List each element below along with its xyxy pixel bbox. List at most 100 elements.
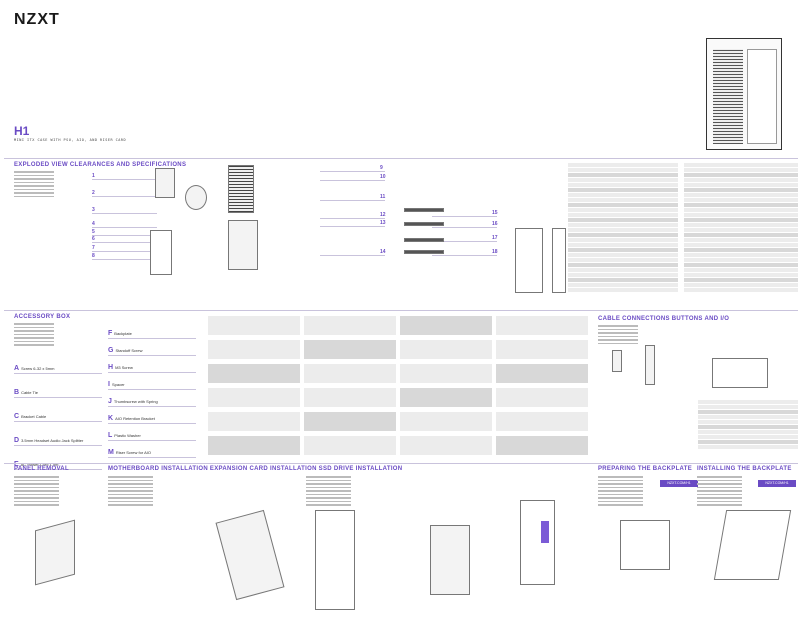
panel-illustration xyxy=(150,230,172,275)
leader-line xyxy=(432,241,497,242)
divider xyxy=(4,158,798,159)
translations xyxy=(14,476,59,508)
divider xyxy=(4,310,798,311)
table-row xyxy=(568,223,678,227)
table-row xyxy=(684,273,798,277)
table-row xyxy=(568,268,678,272)
accessory-letter: B xyxy=(14,389,20,396)
table-row xyxy=(684,213,798,217)
section-installation: MOTHERBOARD INSTALLATION EXPANSION CARD … xyxy=(108,466,403,472)
leader-line xyxy=(432,255,497,256)
table-block xyxy=(304,412,396,431)
part-number: 6 xyxy=(92,236,95,242)
backplate-prep-illustration xyxy=(620,520,670,570)
product-subtitle: MINI ITX CASE WITH PSU, AIO, AND RISER C… xyxy=(14,138,127,142)
motherboard-illustration xyxy=(215,509,285,601)
table-block xyxy=(400,364,492,383)
table-row xyxy=(698,420,798,424)
table-row xyxy=(684,178,798,182)
accessory-letter: J xyxy=(108,398,112,405)
table-row xyxy=(684,238,798,242)
install-video-button[interactable]: NZXT.COM/H1 xyxy=(758,480,796,487)
table-row xyxy=(698,410,798,414)
table-row xyxy=(684,188,798,192)
table-row xyxy=(684,288,798,292)
nzxt-logo: NZXT xyxy=(14,11,60,28)
part-number: 10 xyxy=(380,174,386,180)
translations xyxy=(598,476,643,508)
leader-line xyxy=(92,259,157,260)
expansion-card-illustration xyxy=(430,525,470,595)
table-row xyxy=(568,228,678,232)
table-row xyxy=(568,253,678,257)
table-row xyxy=(698,415,798,419)
section-installing-backplate: INSTALLING THE BACKPLATE xyxy=(697,466,792,472)
table-row xyxy=(698,425,798,429)
table-block xyxy=(208,388,300,407)
translations xyxy=(14,171,54,199)
part-number: 11 xyxy=(380,194,386,200)
leader-line xyxy=(92,227,157,228)
table-row xyxy=(568,213,678,217)
accessory-name: Thumbscrew with Spring xyxy=(113,399,158,404)
leader-line xyxy=(320,226,385,227)
leader-line xyxy=(320,180,385,181)
translation-tables xyxy=(208,316,588,456)
table-block xyxy=(208,412,300,431)
part-number: 2 xyxy=(92,190,95,196)
table-row xyxy=(568,163,678,167)
table-row xyxy=(568,203,678,207)
accessory-name: Spacer xyxy=(111,382,125,387)
table-row xyxy=(568,263,678,267)
translations xyxy=(697,476,742,508)
translations xyxy=(14,323,54,348)
table-row xyxy=(568,193,678,197)
table-row xyxy=(684,258,798,262)
table-block xyxy=(208,364,300,383)
part-number: 3 xyxy=(92,207,95,213)
io-legend xyxy=(698,400,798,450)
part-number: 12 xyxy=(380,212,386,218)
accessory-letter: L xyxy=(108,432,113,439)
table-block xyxy=(400,388,492,407)
cable-illustration xyxy=(404,238,444,242)
section-cable-connections: CABLE CONNECTIONS BUTTONS AND I/O xyxy=(598,316,730,322)
spec-table-right xyxy=(684,163,798,293)
prep-video-button[interactable]: NZXT.COM/H1 xyxy=(660,480,698,487)
table-block xyxy=(496,364,588,383)
table-row xyxy=(684,248,798,252)
accessory-name: Cable Tie xyxy=(21,390,38,395)
table-row xyxy=(568,178,678,182)
table-block xyxy=(400,316,492,335)
table-row xyxy=(684,193,798,197)
table-row xyxy=(684,278,798,282)
table-block xyxy=(304,436,396,455)
table-row xyxy=(684,233,798,237)
leader-line xyxy=(320,218,385,219)
accessory-letter: I xyxy=(108,381,110,388)
accessory-name: Plastic Washer xyxy=(114,433,141,438)
part-number: 13 xyxy=(380,220,386,226)
accessory-letter: H xyxy=(108,364,114,371)
accessory-letter: K xyxy=(108,415,114,422)
ssd-illustration xyxy=(520,500,555,585)
table-row xyxy=(568,233,678,237)
accessory-name: AC Power Cord 1.5m xyxy=(20,462,59,467)
panel-removal-illustration xyxy=(35,519,75,586)
dimension-front xyxy=(515,228,543,293)
section-accessory-box: ACCESSORY BOX xyxy=(14,314,71,320)
translations xyxy=(306,476,351,508)
accessory-letter: M xyxy=(108,449,114,456)
part-number: 14 xyxy=(380,249,386,255)
cable-illustration xyxy=(404,222,444,226)
accessory-name: 3.5mm Headset Audio Jack Splitter xyxy=(21,438,84,443)
